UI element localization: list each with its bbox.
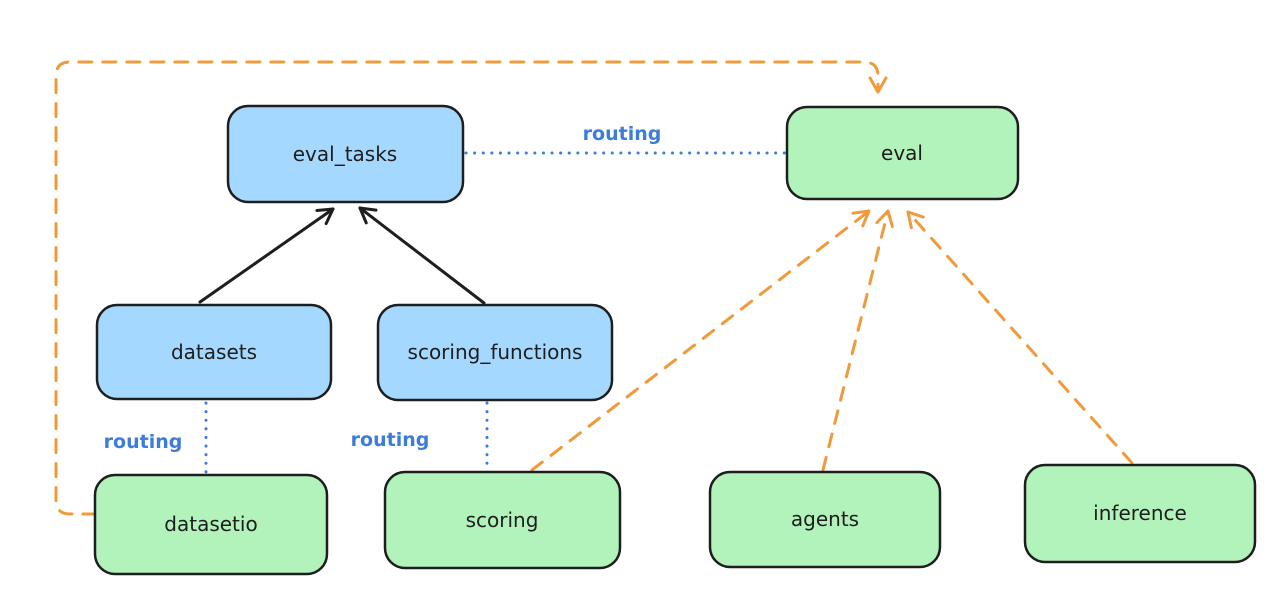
node-agents-label: agents <box>791 507 859 531</box>
node-eval: eval <box>785 105 1020 201</box>
edges-layer <box>54 60 1134 516</box>
routing-label-datasets-datasetio: routing <box>104 431 183 453</box>
node-datasetio: datasetio <box>93 473 329 576</box>
node-eval-box <box>785 105 1020 201</box>
node-scoring-functions: scoring_functions <box>376 303 614 402</box>
node-eval-tasks-box <box>226 104 465 204</box>
edge-datasets-to-eval-tasks <box>198 207 335 304</box>
node-inference: inference <box>1023 463 1257 564</box>
node-scoring-box <box>383 470 622 570</box>
node-eval-tasks: eval_tasks <box>226 104 465 204</box>
edge-scoring-to-eval <box>530 209 871 472</box>
node-datasetio-box <box>93 473 329 576</box>
node-eval-label: eval <box>881 141 923 165</box>
node-scoring: scoring <box>383 470 622 570</box>
node-inference-label: inference <box>1093 501 1187 525</box>
node-datasets-label: datasets <box>171 340 257 364</box>
routing-label-scoring-functions-scoring: routing <box>351 429 430 451</box>
edge-datasetio-to-eval <box>54 60 888 516</box>
edge-scoring-functions-to-eval-tasks <box>358 206 486 305</box>
node-agents: agents <box>708 470 942 569</box>
node-agents-box <box>708 470 942 569</box>
edge-agents-to-eval <box>821 209 894 472</box>
node-datasetio-label: datasetio <box>164 512 257 536</box>
nodes-layer: eval_tasks eval datasets scoring_functio… <box>93 104 1257 576</box>
routing-label-eval-tasks-eval: routing <box>583 123 662 145</box>
node-datasets: datasets <box>95 303 333 401</box>
node-scoring-label: scoring <box>466 508 539 532</box>
node-datasets-box <box>95 303 333 401</box>
node-inference-box <box>1023 463 1257 564</box>
node-scoring-functions-box <box>376 303 614 402</box>
node-eval-tasks-label: eval_tasks <box>293 142 397 166</box>
edge-inference-to-eval <box>906 210 1134 465</box>
node-scoring-functions-label: scoring_functions <box>408 340 583 364</box>
edge-labels-layer: routing routing routing <box>104 123 662 453</box>
